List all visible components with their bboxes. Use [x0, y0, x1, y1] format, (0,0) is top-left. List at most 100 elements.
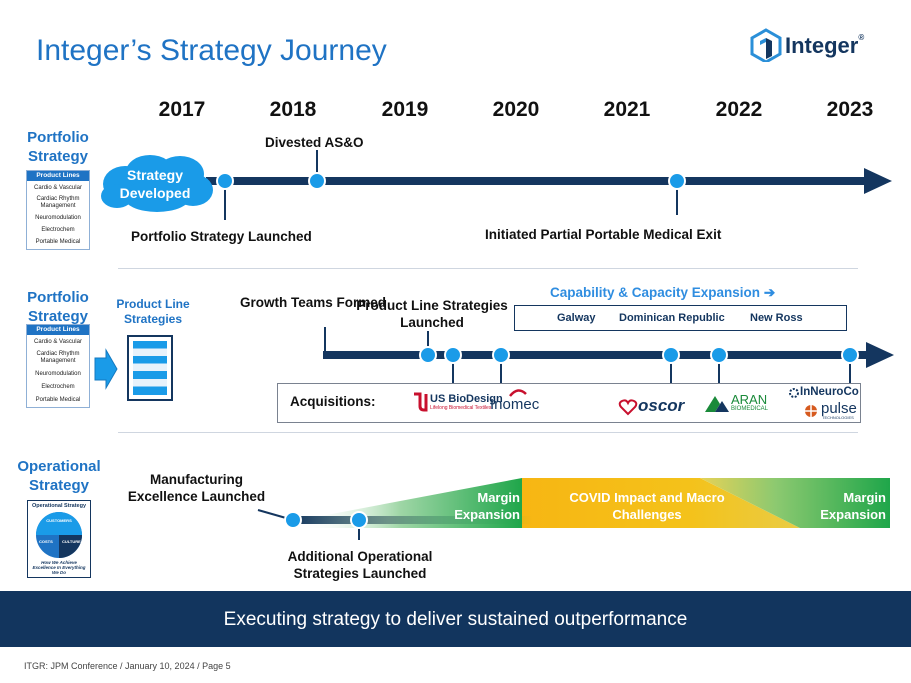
bottom-banner: [0, 591, 911, 647]
year-2019: 2019: [381, 98, 429, 121]
timeline-node: [216, 172, 234, 190]
op-card-footer: How We Achieve Excellence In Everything …: [32, 560, 86, 575]
card-item: Cardio & Vascular: [34, 339, 82, 345]
timeline-arrowhead: [864, 168, 892, 194]
site-dominican-republic: Dominican Republic: [619, 312, 725, 324]
card-item: Portable Medical: [35, 397, 81, 403]
op-costs: COSTS: [39, 539, 53, 544]
aran-sub: BIOMEDICAL: [731, 406, 769, 412]
card-header: Product Lines: [27, 171, 89, 181]
oscor-name: oscor: [638, 396, 685, 415]
pulse-sub: TECHNOLOGIES: [822, 415, 854, 420]
product-line-strategies-label: Product Line Strategies: [116, 297, 190, 326]
timeline-node: [841, 346, 859, 364]
timeline-node: [419, 346, 437, 364]
aran-name: ARAN: [731, 392, 768, 407]
portfolio-strategy-label-mid: Portfolio Strategy: [27, 289, 89, 325]
margin-expansion-right: Margin Expansion: [820, 490, 886, 522]
capability-expansion-title: Capability & Capacity Expansion ➔: [550, 285, 775, 301]
op-card-wheel-right: [59, 535, 82, 558]
timeline-node: [662, 346, 680, 364]
banner-text: Executing strategy to deliver sustained …: [223, 609, 688, 630]
year-2020: 2020: [492, 98, 540, 121]
divested-label: Divested AS&O: [265, 135, 364, 150]
card-item: Portable Medical: [35, 239, 81, 245]
timeline-node: [444, 346, 462, 364]
inneuroco-logo-icon: [789, 388, 799, 398]
pulse-logo-icon: [805, 405, 817, 417]
year-2021: 2021: [603, 98, 651, 121]
timeline-node: [308, 172, 326, 190]
operational-strategy-card: Operational Strategy CUSTOMERS COSTS CUL…: [27, 500, 91, 578]
cloud-label: Strategy Developed: [119, 167, 191, 201]
card-item: Electrochem: [41, 227, 75, 233]
margin-expansion-left: Margin Expansion: [454, 490, 520, 522]
strategy-document-thumbnail: [127, 335, 173, 401]
additional-op-strategies-label: Additional Operational Strategies Launch…: [287, 549, 433, 581]
timeline-node: [668, 172, 686, 190]
op-culture: CULTURE: [62, 539, 81, 544]
inomec-swoosh-icon: [509, 389, 527, 397]
timeline-node: [710, 346, 728, 364]
card-item: Cardiac Rhythm Management: [36, 351, 80, 364]
logo-mark: ®: [858, 33, 865, 42]
product-lines-card-top: Product Lines Cardio & Vascular Cardiac …: [26, 170, 90, 250]
site-new-ross: New Ross: [750, 312, 803, 324]
product-line-timeline: [323, 327, 894, 383]
page-title: Integer’s Strategy Journey: [36, 34, 387, 67]
section-divider: [118, 268, 858, 269]
timeline-bar: [323, 351, 868, 359]
timeline-bar: [206, 177, 866, 185]
margin-band-right: [700, 478, 890, 528]
usbiodesign-name: US BioDesign: [430, 393, 503, 405]
timeline-arrowhead: [866, 342, 894, 368]
portfolio-timeline: [206, 150, 892, 220]
card-item: Cardio & Vascular: [34, 185, 82, 191]
covid-band: [522, 478, 800, 528]
mfg-excellence-label: Manufacturing Excellence Launched: [127, 472, 266, 504]
year-2017: 2017: [158, 98, 206, 121]
inomec-name: Inomec: [490, 396, 540, 413]
card-item: Electrochem: [41, 384, 75, 390]
usbiodesign-tagline: Lifelong Biomedical Textiles: [430, 405, 492, 411]
section-divider: [118, 432, 858, 433]
capability-title-text: Capability & Capacity Expansion: [550, 285, 761, 300]
logo-wordmark: Integer®: [785, 33, 864, 59]
acquisitions-box: [277, 383, 861, 423]
acquisitions-label: Acquisitions:: [290, 394, 376, 409]
growth-teams-label: Growth Teams Formed: [240, 295, 387, 310]
pulse-name: pulse: [821, 400, 857, 417]
card-item: Neuromodulation: [35, 371, 81, 377]
portfolio-launched-label: Portfolio Strategy Launched: [131, 229, 312, 244]
year-2023: 2023: [826, 98, 874, 121]
timeline-node: [284, 511, 302, 529]
usbiodesign-logo-icon: [414, 392, 428, 412]
card-header: Product Lines: [27, 325, 89, 335]
logo-name: Integer: [785, 33, 859, 58]
covid-impact-label: COVID Impact and Macro Challenges: [569, 490, 725, 522]
operational-band: [257, 478, 890, 540]
year-2018: 2018: [269, 98, 317, 121]
op-customers: CUSTOMERS: [46, 518, 72, 523]
site-galway: Galway: [557, 312, 596, 324]
timeline-node: [350, 511, 368, 529]
timeline-node: [492, 346, 510, 364]
arrow-right-icon: ➔: [763, 285, 776, 300]
portable-exit-label: Initiated Partial Portable Medical Exit: [485, 227, 722, 242]
op-card-wheel-top: [36, 512, 82, 535]
aran-logo-icon: [705, 396, 729, 412]
integer-logo-icon: [750, 28, 782, 62]
pls-launched-label: Product Line Strategies Launched: [356, 298, 508, 330]
footer-text: ITGR: JPM Conference / January 10, 2024 …: [24, 661, 231, 671]
arrow-right-icon: [94, 348, 118, 390]
op-card-header: Operational Strategy: [31, 503, 87, 509]
portfolio-strategy-label-top: Portfolio Strategy: [27, 129, 89, 165]
operational-timeline-bar: [292, 516, 532, 524]
year-2022: 2022: [715, 98, 763, 121]
strategy-cloud-icon: [101, 155, 213, 212]
op-card-wheel: CUSTOMERS COSTS CULTURE: [36, 512, 82, 558]
oscor-heart-icon: [618, 399, 638, 416]
inneuroco-name: InNeuroCo: [800, 386, 859, 398]
product-lines-card-mid: Product Lines Cardio & Vascular Cardiac …: [26, 324, 90, 408]
